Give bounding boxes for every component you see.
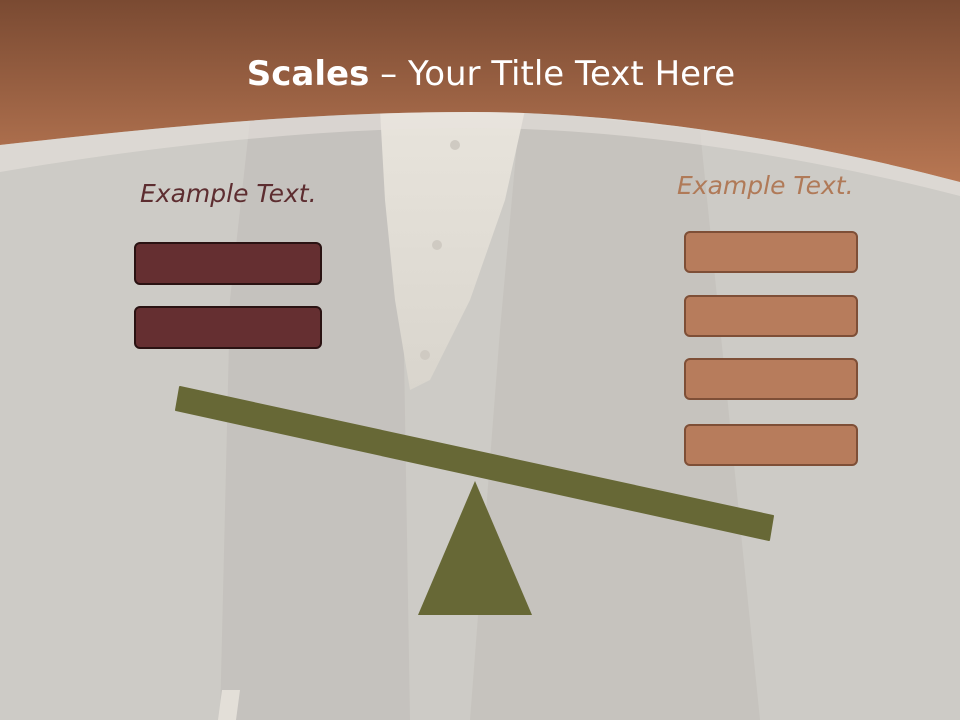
scale-beam[interactable] [175,386,774,541]
right-example-label[interactable]: Example Text. [677,171,854,200]
shirt-button-icon [432,240,442,250]
right-box-4[interactable] [684,424,858,466]
header-swoosh [0,112,960,196]
hand-shape [218,690,240,720]
shirt-button-icon [450,140,460,150]
right-box-2[interactable] [684,295,858,337]
shirt-button-icon [420,350,430,360]
title-separator: – [369,54,408,94]
title-bold-part: Scales [246,54,370,94]
right-box-1[interactable] [684,231,858,273]
left-example-label[interactable]: Example Text. [140,179,317,208]
header-band [0,0,960,182]
shirt-shape [380,110,525,390]
right-box-3[interactable] [684,358,858,400]
slide-title[interactable]: Scales – Your Title Text Here [0,52,960,96]
left-box-1[interactable] [134,242,322,285]
scale-fulcrum[interactable] [418,481,532,615]
title-rest-part: Your Title Text Here [407,54,736,94]
left-box-2[interactable] [134,306,322,349]
